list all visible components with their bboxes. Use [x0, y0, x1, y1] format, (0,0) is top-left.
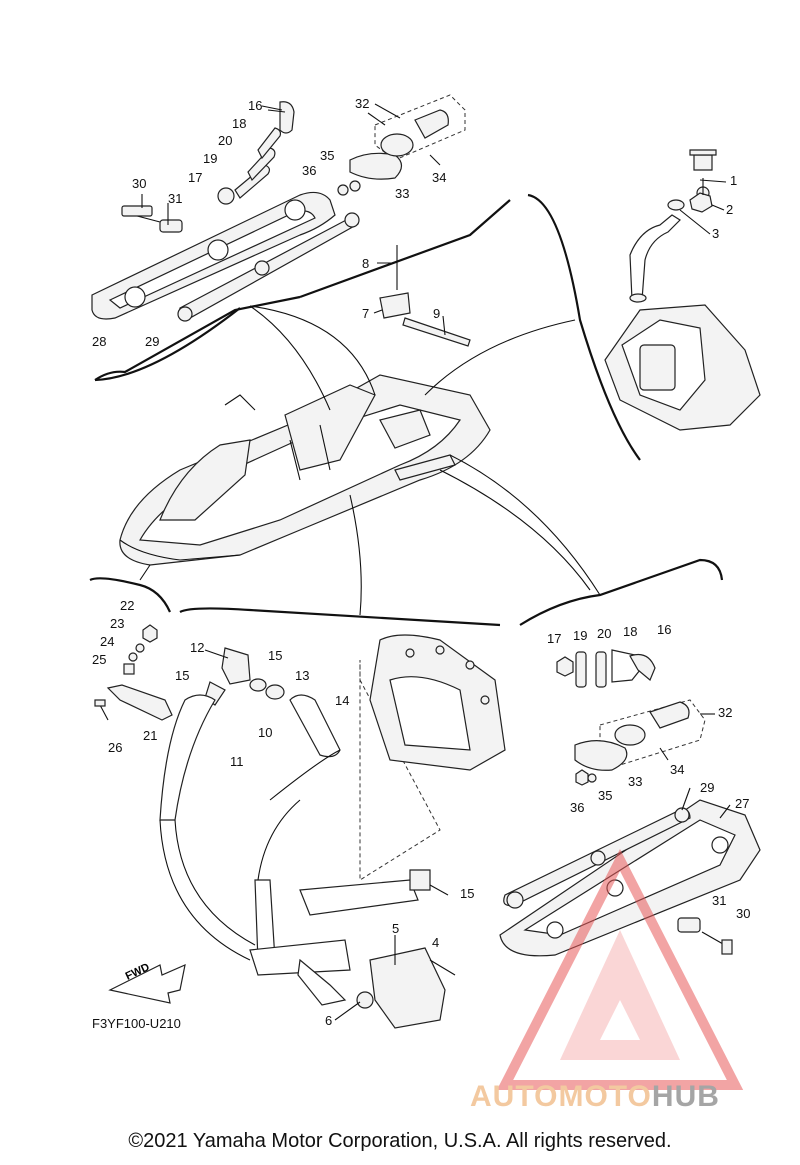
- callout-18-bottom: 18: [623, 624, 637, 639]
- copyright-notice: ©2021 Yamaha Motor Corporation, U.S.A. A…: [128, 1130, 672, 1152]
- callout-36-bottom: 36: [570, 800, 584, 815]
- callout-36-top: 36: [302, 163, 316, 178]
- callout-12: 12: [190, 640, 204, 655]
- callout-5: 5: [392, 921, 399, 936]
- callout-25: 25: [92, 652, 106, 667]
- callout-23: 23: [110, 616, 124, 631]
- callout-32-top: 32: [355, 96, 369, 111]
- callout-7: 7: [362, 306, 369, 321]
- bracket-assembly: [94, 624, 173, 721]
- watermark-text-part2: HUB: [651, 1080, 720, 1113]
- callout-29-top: 29: [145, 334, 159, 349]
- callout-34-bottom: 34: [670, 762, 684, 777]
- callout-8: 8: [362, 256, 369, 271]
- callout-11: 11: [230, 754, 244, 769]
- group-bracket-bottom-left: [89, 577, 172, 613]
- callout-20-bottom: 20: [597, 626, 611, 641]
- callout-14: 14: [335, 693, 349, 708]
- callout-labels: 16 18 20 19 17 30 31 28 29 32 35 36 33 3…: [92, 96, 750, 1028]
- group-bracket-bottom-center: [179, 607, 501, 627]
- callout-19-bottom: 19: [573, 628, 587, 643]
- callout-35-bottom: 35: [598, 788, 612, 803]
- callout-22: 22: [120, 598, 134, 613]
- callout-28: 28: [92, 334, 106, 349]
- callout-31-bottom: 31: [712, 893, 726, 908]
- callout-15-left: 15: [175, 668, 189, 683]
- callout-20-top: 20: [218, 133, 232, 148]
- callout-15-center: 15: [268, 648, 282, 663]
- group-bracket-bottom-right: [519, 558, 724, 626]
- callout-13: 13: [295, 668, 309, 683]
- callout-15-right: 15: [460, 886, 474, 901]
- callout-3: 3: [712, 226, 719, 241]
- callout-30-top: 30: [132, 176, 146, 191]
- callout-35-top: 35: [320, 148, 334, 163]
- callout-1: 1: [730, 173, 737, 188]
- callout-21: 21: [143, 728, 157, 743]
- callout-26: 26: [108, 740, 122, 755]
- callout-18-top: 18: [232, 116, 246, 131]
- callout-10: 10: [258, 725, 272, 740]
- callout-17-bottom: 17: [547, 631, 561, 646]
- callout-16-bottom: 16: [657, 622, 671, 637]
- callout-leaders: [204, 103, 731, 1021]
- cover-assembly-top: [337, 94, 466, 196]
- callout-32-bottom: 32: [718, 705, 732, 720]
- fwd-arrow: [108, 963, 186, 1004]
- control-box: [356, 935, 456, 1029]
- grab-handle-assembly-bottom: [499, 649, 761, 957]
- callout-33-top: 33: [395, 186, 409, 201]
- hose-assembly: [159, 647, 419, 1006]
- callout-16-top: 16: [248, 98, 262, 113]
- callout-17-top: 17: [188, 170, 202, 185]
- leader-lines: [139, 305, 601, 616]
- figure-code: F3YF100-U210: [92, 1016, 181, 1031]
- callout-33-bottom: 33: [628, 774, 642, 789]
- nozzle-housing: [359, 634, 506, 891]
- callout-4: 4: [432, 935, 439, 950]
- jet-pump-assembly: [527, 149, 761, 461]
- callout-19-top: 19: [203, 151, 217, 166]
- callout-29-bottom: 29: [700, 780, 714, 795]
- callout-31-top: 31: [168, 191, 182, 206]
- callout-34-top: 34: [432, 170, 446, 185]
- callout-30-bottom: 30: [736, 906, 750, 921]
- grab-handle-assembly-top: [91, 101, 360, 381]
- callout-27: 27: [735, 796, 749, 811]
- callout-6: 6: [325, 1013, 332, 1028]
- watercraft-hull: [119, 374, 491, 566]
- group-bracket-top-left: [94, 307, 241, 382]
- watermark-logo: [496, 849, 744, 1090]
- callout-2: 2: [726, 202, 733, 217]
- callout-9: 9: [433, 306, 440, 321]
- wedge-and-tie: [379, 245, 471, 347]
- callout-24: 24: [100, 634, 114, 649]
- watermark-text-part1: AUTOMOTO: [470, 1080, 652, 1113]
- watermark-text: AUTOMOTOHUB: [470, 1080, 720, 1114]
